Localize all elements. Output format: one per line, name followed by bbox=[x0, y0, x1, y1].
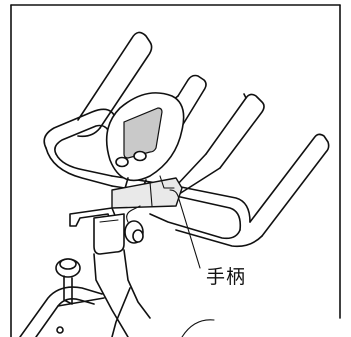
height-adjust-knob bbox=[124, 205, 144, 244]
console-button-left bbox=[115, 156, 129, 168]
lower-frame-tube bbox=[19, 286, 105, 337]
left-handlebar-loop bbox=[43, 108, 117, 187]
handlebar-clamp bbox=[111, 175, 183, 209]
console-display bbox=[123, 107, 163, 159]
seat-post-knob bbox=[55, 258, 81, 305]
console bbox=[105, 92, 185, 182]
flywheel-arc bbox=[181, 319, 215, 337]
handlebar-post-bracket bbox=[69, 207, 125, 255]
callout-leader-line bbox=[169, 189, 201, 269]
frame-border bbox=[10, 4, 341, 337]
left-handlebar-horn bbox=[77, 31, 153, 138]
right-center-handlebar-horn bbox=[205, 93, 265, 169]
right-handlebar-horn bbox=[249, 133, 330, 237]
callout-label-handlebar: 手柄 bbox=[206, 266, 247, 288]
console-button-right bbox=[133, 150, 147, 162]
frame-post bbox=[93, 249, 151, 337]
main-crossbar bbox=[111, 153, 263, 248]
